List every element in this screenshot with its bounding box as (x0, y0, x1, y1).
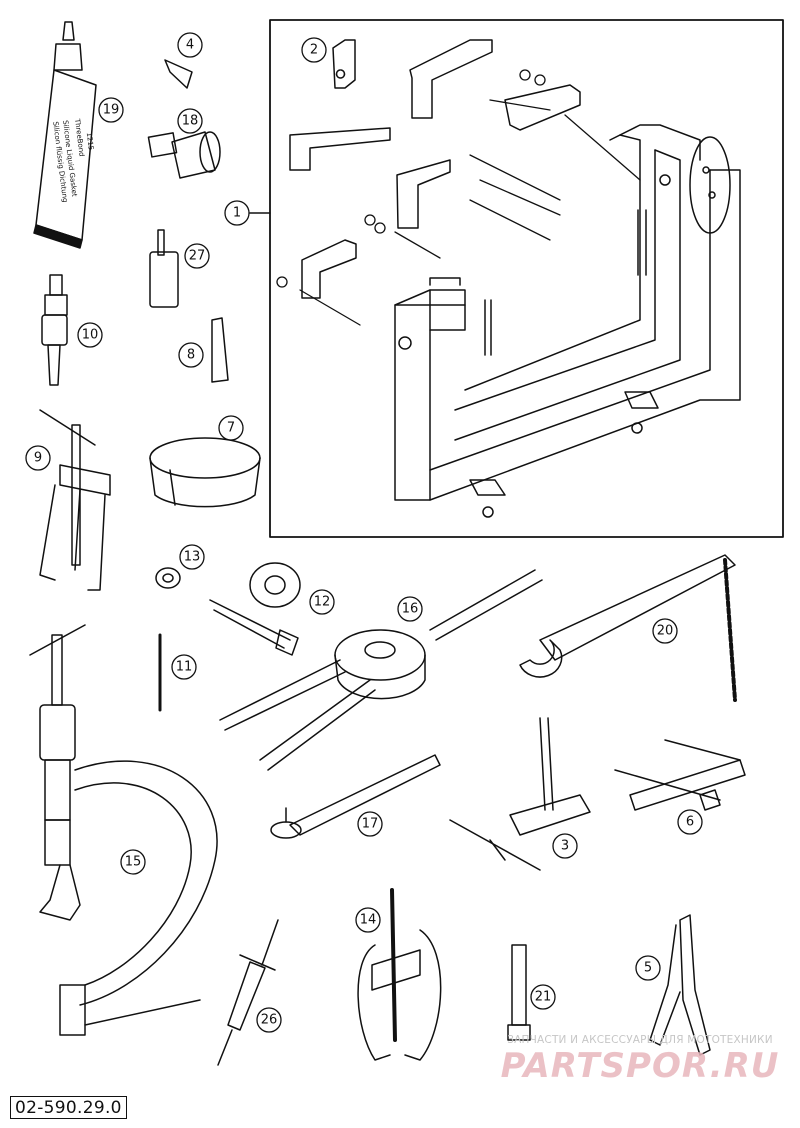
tube-brand-text: ThreeBond (73, 117, 86, 157)
callout: 12 (309, 589, 335, 615)
callout: 10 (77, 322, 103, 348)
callout-number: 17 (362, 817, 379, 832)
callout: 11 (171, 654, 197, 680)
two-jaw-puller-illustration (357, 888, 442, 1061)
callout: 13 (179, 544, 205, 570)
circlip-pliers-illustration (649, 914, 711, 1056)
callout-number: 26 (261, 1013, 278, 1028)
callout: 18 (177, 108, 203, 134)
callout-number: 9 (34, 451, 42, 466)
callout: 5 (635, 955, 661, 981)
callout: 4 (177, 32, 203, 58)
callout: 17 (357, 811, 383, 837)
callout: 16 (397, 596, 423, 622)
tube-number-text: 1215 (85, 132, 95, 151)
callout-number: 12 (314, 595, 331, 610)
callout-number: 4 (186, 38, 194, 53)
callout-number: 2 (310, 43, 318, 58)
callout-number: 8 (187, 348, 195, 363)
callout: 9 (25, 445, 51, 471)
callout-number: 16 (402, 602, 419, 617)
callout: 26 (256, 1007, 282, 1033)
mounting-brackets (289, 39, 581, 299)
callout-number: 10 (82, 328, 99, 343)
puller-bridge-illustration (449, 717, 591, 871)
adapter-illustration (147, 131, 221, 179)
callout-number: 20 (657, 624, 674, 639)
puller-slide-hammer-illustration (41, 274, 68, 386)
callout-number: 6 (686, 815, 694, 830)
engine-stand-illustration (394, 124, 741, 518)
ring-compressor-illustration (149, 437, 261, 508)
callout: 3 (552, 833, 578, 859)
small-tube-illustration (211, 317, 229, 383)
callout-number: 21 (535, 990, 552, 1005)
extractor-tool-illustration (614, 739, 746, 811)
callout: 20 (652, 618, 678, 644)
engine-stand-frame-box (269, 19, 784, 538)
three-jaw-puller-illustration (39, 409, 111, 591)
callout-number: 1 (233, 206, 241, 221)
diagram-code-label: 02-590.29.0 (10, 1096, 127, 1119)
callout-number: 19 (103, 103, 120, 118)
threebond-tube-illustration (33, 21, 97, 249)
small-bracket-illustration (332, 39, 356, 89)
crankshaft-tool-illustration (219, 569, 543, 771)
flat-holder-wrench-illustration (270, 754, 441, 839)
callout: 14 (355, 907, 381, 933)
stand-bolts (276, 69, 641, 326)
callout-number: 13 (184, 550, 201, 565)
cone-insert-illustration (164, 59, 193, 89)
callout: 19 (98, 97, 124, 123)
grease-syringe-illustration (217, 919, 279, 1066)
callout-number: 27 (189, 249, 206, 264)
callout-number: 3 (561, 839, 569, 854)
valve-spring-compressor-illustration (29, 624, 218, 1036)
callout: 7 (218, 415, 244, 441)
callout-number: 11 (176, 660, 193, 675)
callout: 21 (530, 984, 556, 1010)
sleeve-nut-illustration (155, 567, 181, 589)
callout: 6 (677, 809, 703, 835)
callout: 2 (301, 37, 327, 63)
callout-number: 15 (125, 855, 142, 870)
bearing-bolt-illustration (209, 562, 301, 656)
callout: 15 (120, 849, 146, 875)
watermark-logo: PARTSPOR.RU (500, 1046, 780, 1086)
callout-number: 14 (360, 913, 377, 928)
callout: 27 (184, 243, 210, 269)
callout-number: 5 (644, 961, 652, 976)
callout-number: 18 (182, 114, 199, 129)
callout-number: 7 (227, 421, 235, 436)
watermark-subtitle: ЗАПЧАСТИ И АКСЕССУАРЫ ДЛЯ МОТОТЕХНИКИ (507, 1034, 773, 1046)
callout: 8 (178, 342, 204, 368)
callout: 1 (224, 200, 250, 226)
chain-wrench-illustration (519, 554, 737, 702)
loctite-bottle-illustration (149, 229, 179, 308)
drift-pin-illustration (507, 944, 531, 1041)
